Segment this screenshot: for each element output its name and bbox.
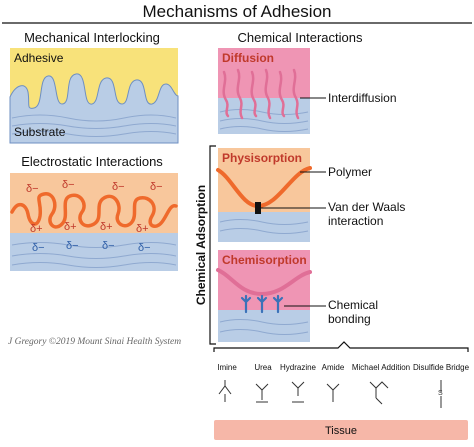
bond-label-disulfide-bridge: Disulfide Bridge <box>413 363 470 372</box>
chemical-bonding-callout-line2: bonding <box>328 312 371 326</box>
diffusion-strand <box>264 68 272 120</box>
figure-title: Mechanisms of Adhesion <box>143 2 332 21</box>
bond-label-michael-addition: Michael Addition <box>352 363 410 372</box>
adhesive-label: Adhesive <box>14 51 64 65</box>
hydrazine-structure <box>291 381 305 403</box>
chemisorption-polymer <box>216 268 312 297</box>
physisorption-texture-1 <box>219 219 309 225</box>
electrostatic-texture-1 <box>11 242 177 248</box>
vdw-callout-line2: interaction <box>328 214 383 228</box>
polymer-callout: Polymer <box>328 165 372 179</box>
substrate-label: Substrate <box>14 125 66 139</box>
diffusion-strand <box>278 70 286 118</box>
bond-label-imine: Imine <box>217 363 237 372</box>
chemisorption-blue-layer <box>218 310 310 342</box>
bond-label-hydrazine: Hydrazine <box>280 363 317 372</box>
charge-delta-plus: δ+ <box>100 221 113 233</box>
bond-label-amide: Amide <box>322 363 345 372</box>
diffusion-texture-1 <box>219 109 309 115</box>
chemisorption-panel: Chemisorption Chemical bonding <box>216 250 378 342</box>
chemical-heading: Chemical Interactions <box>238 30 363 45</box>
diffusion-strand <box>222 70 230 118</box>
substrate-texture-line-3 <box>11 131 177 137</box>
electrostatic-substrate <box>10 233 178 271</box>
mechanical-heading: Mechanical Interlocking <box>24 30 160 45</box>
substrate-texture-line-2 <box>11 123 177 129</box>
chemisorption-texture-1 <box>219 319 309 325</box>
electrostatic-texture-3 <box>11 262 177 268</box>
bond-brace <box>213 341 469 352</box>
charge-delta-minus-substrate: δ− <box>102 240 115 252</box>
bond-label-urea: Urea <box>254 363 272 372</box>
vdw-contact-marker <box>255 202 261 214</box>
diffusion-strand <box>292 68 300 120</box>
substrate-texture-line-1 <box>11 114 177 122</box>
diffusion-texture-3 <box>219 126 309 132</box>
chemical-bond <box>272 294 284 314</box>
charge-delta-minus: δ− <box>26 183 39 195</box>
physisorption-panel: Physisorption Polymer Van der Waals inte… <box>216 148 405 242</box>
charge-delta-minus: δ− <box>62 179 75 191</box>
charge-delta-plus: δ+ <box>30 223 43 235</box>
physisorption-blue-layer <box>218 212 310 242</box>
vdw-callout-line1: Van der Waals <box>328 200 405 214</box>
chemical-adsorption-label: Chemical Adsorption <box>194 185 208 305</box>
michael-addition-structure <box>369 381 389 405</box>
chemisorption-texture-2 <box>219 329 309 335</box>
interdiffusion-callout: Interdiffusion <box>328 91 397 105</box>
tissue-label: Tissue <box>325 425 357 437</box>
adsorption-bracket <box>209 145 216 345</box>
charge-delta-minus-substrate: δ− <box>138 242 151 254</box>
bond-types: Imine Urea Hydrazine Amide Michael Addit… <box>214 363 470 440</box>
electrostatic-polymer-chain <box>10 192 178 229</box>
charge-delta-plus: δ+ <box>64 221 77 233</box>
diffusion-strand <box>236 68 244 120</box>
urea-structure <box>255 383 269 403</box>
disulfide-s-upper: S <box>438 390 443 397</box>
electrostatic-panel: δ− δ− δ− δ− δ+ δ+ δ+ δ+ δ− δ− δ− δ− <box>10 173 178 271</box>
amide-structure <box>326 383 340 402</box>
charge-delta-minus: δ− <box>112 181 125 193</box>
credit-line: J Gregory ©2019 Mount Sinai Health Syste… <box>8 336 181 347</box>
charge-delta-minus: δ− <box>150 181 163 193</box>
diffusion-texture-2 <box>219 118 309 124</box>
diffusion-panel: Diffusion Interdiffusion <box>218 48 397 134</box>
chemical-bonding-callout-line1: Chemical <box>328 298 378 312</box>
diffusion-label: Diffusion <box>222 51 274 65</box>
tissue-bar <box>214 420 468 440</box>
physisorption-texture-2 <box>219 228 309 234</box>
physisorption-label: Physisorption <box>222 151 302 165</box>
chemical-bond <box>256 294 268 314</box>
interlocking-substrate <box>9 73 179 144</box>
chemical-bond <box>240 294 252 314</box>
charge-delta-minus-substrate: δ− <box>32 242 45 254</box>
chemisorption-label: Chemisorption <box>222 253 307 267</box>
charge-delta-minus-substrate: δ− <box>66 240 79 252</box>
charge-delta-plus: δ+ <box>136 223 149 235</box>
imine-structure <box>218 380 232 402</box>
electrostatic-heading: Electrostatic Interactions <box>21 154 163 169</box>
electrostatic-texture-2 <box>11 253 177 259</box>
diffusion-blue-layer <box>218 98 310 134</box>
diffusion-strand <box>250 70 258 118</box>
mechanical-panel: Adhesive Substrate <box>9 48 179 144</box>
